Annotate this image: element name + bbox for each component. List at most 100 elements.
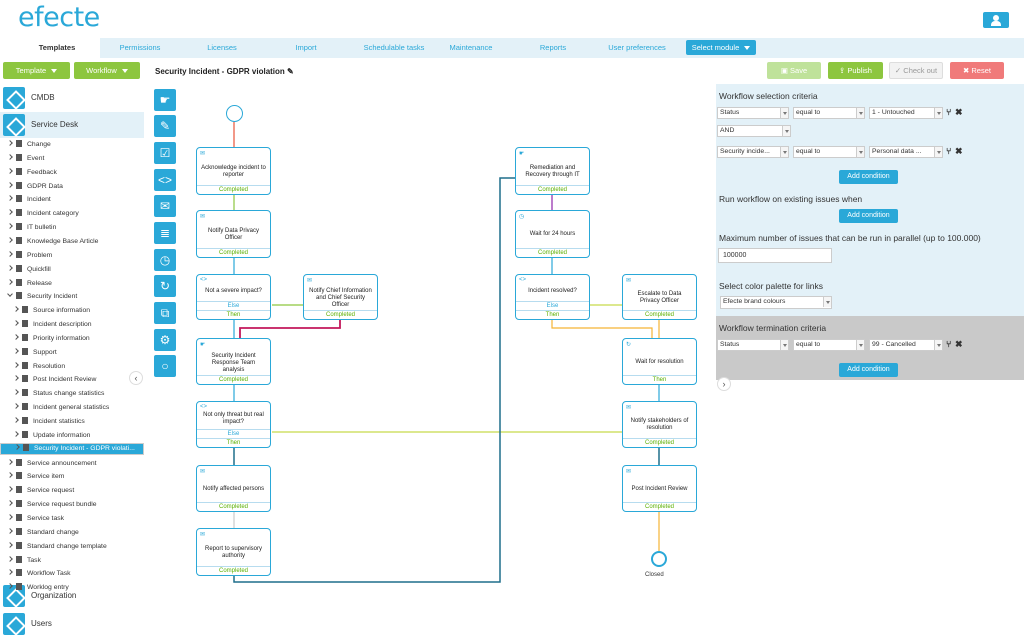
criteria2-operator-select[interactable]: equal to xyxy=(793,146,865,158)
checkbox-icon[interactable]: ☑ xyxy=(154,142,176,164)
code-icon[interactable]: <> xyxy=(154,169,176,191)
sidebar-item[interactable]: Knowledge Base Article xyxy=(0,235,144,249)
sidebar-item[interactable]: Support xyxy=(0,346,144,360)
select-module-button[interactable]: Select module xyxy=(686,40,756,55)
template-menu-button[interactable]: Template xyxy=(3,62,70,79)
sidebar-section-cmdb[interactable]: CMDB xyxy=(0,85,144,111)
tab-import[interactable]: Import xyxy=(295,43,317,52)
sidebar-item[interactable]: Service task xyxy=(0,512,144,526)
sidebar-item[interactable]: Security Incident xyxy=(0,290,144,304)
pointing-hand-icon[interactable]: ☛ xyxy=(154,89,176,111)
sidebar-item[interactable]: Problem xyxy=(0,249,144,263)
tab-schedulable-tasks[interactable]: Schedulable tasks xyxy=(363,43,425,52)
workflow-menu-button[interactable]: Workflow xyxy=(74,62,140,79)
user-menu-button[interactable] xyxy=(983,12,1009,28)
sidebar-item[interactable]: Service announcement xyxy=(0,457,144,471)
sidebar-item[interactable]: Priority information xyxy=(0,332,144,346)
tab-licenses[interactable]: Licenses xyxy=(207,43,237,52)
sidebar-item[interactable]: Source information xyxy=(0,304,144,318)
criteria1-operator-select[interactable]: equal to xyxy=(793,107,865,119)
edit-icon[interactable]: ✎ xyxy=(154,115,176,137)
email-icon[interactable]: ✉ xyxy=(154,195,176,217)
criteria2-value-select[interactable]: Personal data ... xyxy=(869,146,943,158)
sidebar-item[interactable]: Update information xyxy=(0,429,144,443)
node-sirt-analysis[interactable]: ☛Security Incident Response Team analysi… xyxy=(196,338,271,385)
sidebar-item[interactable]: Change xyxy=(0,138,144,152)
add-condition-button[interactable]: Add condition xyxy=(839,170,898,184)
branch-icon[interactable]: ⑂ xyxy=(946,146,952,156)
sidebar-item[interactable]: Task xyxy=(0,554,144,568)
sidebar-item[interactable]: Post Incident Review xyxy=(0,373,144,387)
remove-icon[interactable]: ✖ xyxy=(955,146,963,156)
sidebar-item[interactable]: Incident category xyxy=(0,207,144,221)
add-condition-button[interactable]: Add condition xyxy=(839,209,898,223)
workflow-start-node[interactable] xyxy=(226,105,243,122)
node-notify-ciso[interactable]: ✉Notify Chief Information and Chief Secu… xyxy=(303,274,378,320)
sidebar-item[interactable]: Security Incident - GDPR violati... xyxy=(0,442,144,455)
tab-reports[interactable]: Reports xyxy=(539,43,567,52)
criteria1-field-select[interactable]: Status xyxy=(717,107,789,119)
add-condition-button[interactable]: Add condition xyxy=(839,363,898,377)
sidebar-item[interactable]: GDPR Data xyxy=(0,180,144,194)
tab-user-preferences[interactable]: User preferences xyxy=(608,43,666,52)
criteria1-value-select[interactable]: 1 - Untouched xyxy=(869,107,943,119)
sidebar-item[interactable]: Feedback xyxy=(0,166,144,180)
sidebar-item[interactable]: IT bulletin xyxy=(0,221,144,235)
sidebar-section-users[interactable]: Users xyxy=(0,611,144,637)
sidebar-item[interactable]: Service request xyxy=(0,484,144,498)
sidebar-item[interactable]: Quickfill xyxy=(0,263,144,277)
save-button[interactable]: ▣ Save xyxy=(767,62,821,79)
branch-icon[interactable]: ⑂ xyxy=(946,339,952,349)
sidebar-item[interactable]: Worklog entry xyxy=(0,581,144,595)
sidebar-item[interactable]: Resolution xyxy=(0,360,144,374)
check-out-button[interactable]: ✓ Check out xyxy=(889,62,943,79)
document-icon[interactable]: ≣ xyxy=(154,222,176,244)
clock-icon[interactable]: ◷ xyxy=(154,249,176,271)
sidebar-section-service-desk[interactable]: Service Desk xyxy=(0,112,144,138)
sidebar-item[interactable]: Incident xyxy=(0,193,144,207)
end-circle-icon[interactable]: ○ xyxy=(154,355,176,377)
add-copy-icon[interactable]: ⧉ xyxy=(154,302,176,324)
tab-permissions[interactable]: Permissions xyxy=(119,43,161,52)
sidebar-item[interactable]: Incident general statistics xyxy=(0,401,144,415)
palette-select[interactable]: Efecte brand colours xyxy=(720,296,832,309)
max-parallel-input[interactable]: 100000 xyxy=(718,248,832,263)
sidebar-section-organization[interactable]: Organization xyxy=(0,583,144,609)
logic-operator-select[interactable]: AND xyxy=(717,125,791,137)
sidebar-item[interactable]: Release xyxy=(0,277,144,291)
sidebar-item[interactable]: Standard change template xyxy=(0,540,144,554)
sidebar-item[interactable]: Service request bundle xyxy=(0,498,144,512)
term-field-select[interactable]: Status xyxy=(717,339,789,351)
sidebar-item[interactable]: Status change statistics xyxy=(0,387,144,401)
reset-button[interactable]: ✖ Reset xyxy=(950,62,1004,79)
collapse-sidebar-button[interactable]: ‹ xyxy=(129,371,143,385)
sidebar-item[interactable]: Incident description xyxy=(0,318,144,332)
sidebar-item[interactable]: Service item xyxy=(0,470,144,484)
sidebar-item[interactable]: Incident statistics xyxy=(0,415,144,429)
criteria2-field-select[interactable]: Security incide... xyxy=(717,146,789,158)
sidebar-item[interactable]: Standard change xyxy=(0,526,144,540)
branch-icon[interactable]: ⑂ xyxy=(946,107,952,117)
settings-icon[interactable]: ⚙ xyxy=(154,329,176,351)
remove-icon[interactable]: ✖ xyxy=(955,339,963,349)
remove-icon[interactable]: ✖ xyxy=(955,107,963,117)
collapse-panel-button[interactable]: › xyxy=(717,377,731,391)
sidebar-item[interactable]: Workflow Task xyxy=(0,567,144,581)
edit-pencil-icon[interactable]: ✎ xyxy=(287,67,294,76)
workflow-end-node[interactable] xyxy=(651,551,667,567)
publish-button[interactable]: ⇪ Publish xyxy=(828,62,883,79)
refresh-icon[interactable]: ↻ xyxy=(154,275,176,297)
